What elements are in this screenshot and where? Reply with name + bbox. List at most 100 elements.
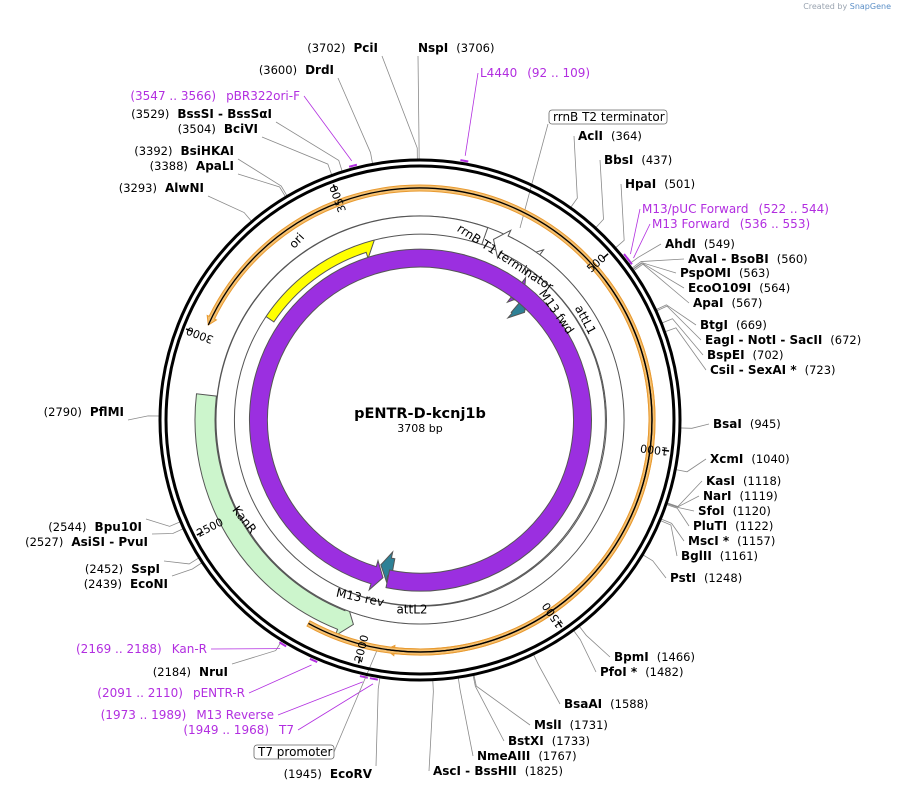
site-position: (3293) <box>119 181 157 195</box>
leader-hpai <box>614 183 625 249</box>
tick-mark-1000 <box>662 449 670 452</box>
site-name: PciI <box>354 41 379 55</box>
site-pspomi: PspOMI(563) <box>680 266 770 280</box>
site-eagi-noti-sacii: EagI - NotI - SacII (672) <box>705 333 861 347</box>
site-nrui: (2184)NruI <box>153 665 228 679</box>
insert-core-line <box>207 187 653 653</box>
leader-bcivi <box>261 136 333 176</box>
primer-t7: (1949 .. 1968) T7 <box>183 723 294 737</box>
primer-name: pBR322ori-F <box>226 89 300 103</box>
site-name: BspEI <box>707 348 745 362</box>
leader-bspei <box>661 318 704 356</box>
primer-leader <box>633 223 651 259</box>
site-nspi: NspI(3706) <box>418 41 495 55</box>
primer-range: (2091 .. 2110) <box>97 686 183 700</box>
site-position: (1482) <box>645 665 683 679</box>
site-position: (1248) <box>704 571 742 585</box>
site-position: (1733) <box>552 734 590 748</box>
site-acli: AclI(364) <box>578 129 642 143</box>
feature-m13-rev <box>248 248 592 592</box>
site-position: (672) <box>830 333 861 347</box>
site-name: BsaI <box>713 417 742 431</box>
site-position: (1157) <box>737 534 775 548</box>
site-position: (2790) <box>44 405 82 419</box>
primer-name: pENTR-R <box>193 686 245 700</box>
backbone-ring <box>158 158 682 682</box>
leader-sspi <box>163 557 200 565</box>
site-name: BsaAI <box>564 697 602 711</box>
site-pcii: (3702)PciI <box>307 41 378 55</box>
site-asisi-pvui: (2527) AsiSI - PvuI <box>25 535 148 549</box>
site-econi: (2439)EcoNI <box>84 577 168 591</box>
site-position: (1161) <box>720 549 758 563</box>
primer-range: (1949 .. 1968) <box>183 723 269 737</box>
primer-name: M13 Reverse <box>196 708 274 722</box>
site-name: MslI <box>534 718 562 732</box>
site-name: AlwNI <box>165 181 204 195</box>
tick-mark-2500 <box>196 531 204 536</box>
site-msli: MslI(1731) <box>534 718 608 732</box>
site-alwni: (3293) AlwNI <box>119 181 204 195</box>
leader-msli <box>473 674 531 726</box>
tick-mark-500 <box>602 253 609 260</box>
site-apali: (3388)ApaLI <box>150 159 234 173</box>
feature-kanr <box>194 393 354 638</box>
primer-leader <box>297 683 374 731</box>
site-position: (560) <box>777 252 808 266</box>
primer-range: (92 .. 109) <box>527 66 590 80</box>
site-name: NarI <box>703 489 732 503</box>
site-msci: MscI *(1157) <box>688 534 775 548</box>
site-name: BglII <box>681 549 712 563</box>
leader-alwni <box>207 195 253 222</box>
site-nmeaiii: NmeAIII(1767) <box>477 749 577 763</box>
site-name: AclI <box>578 129 603 143</box>
site-bcivi: (3504)BciVI <box>178 122 258 136</box>
primer-mark <box>626 257 633 265</box>
site-name: AhdI <box>665 237 696 251</box>
leader-ecoo109i <box>632 262 685 289</box>
site-position: (3529) <box>131 107 169 121</box>
site-position: (2439) <box>84 577 122 591</box>
site-name: Bpu10I <box>95 520 142 534</box>
primer-name: T7 <box>278 723 294 737</box>
primer-mark <box>348 163 358 168</box>
site-name: BtgI <box>700 318 728 332</box>
site-name: HpaI <box>625 177 656 191</box>
site-position: (1945) <box>284 767 322 781</box>
site-name: PspOMI <box>680 266 731 280</box>
site-position: (1122) <box>735 519 773 533</box>
tick-label: 3000 <box>184 324 215 346</box>
site-position: (437) <box>641 153 672 167</box>
site-position: (3600) <box>259 63 297 77</box>
primer-m13-reverse: (1973 .. 1989)M13 Reverse <box>101 708 274 722</box>
leader-bsssi-bsss-i <box>275 121 343 172</box>
primer-range: (522 .. 544) <box>759 202 829 216</box>
site-bsaai: BsaAI(1588) <box>564 697 648 711</box>
site-name: AvaI - BsoBI <box>688 252 769 266</box>
boxed-label-t7-promoter: T7 promoter <box>253 744 335 760</box>
site-position: (2452) <box>85 562 123 576</box>
primer-m13-forward: M13 Forward(536 .. 553) <box>652 217 810 231</box>
site-position: (2527) <box>25 535 63 549</box>
site-name: AsiSI - PvuI <box>71 535 148 549</box>
leader-asisi-pvui <box>151 528 184 535</box>
site-name: EcoO109I <box>688 281 751 295</box>
site-csii-sexai: CsiI - SexAI *(723) <box>710 363 836 377</box>
primer-leader <box>303 95 353 162</box>
primer-pentr-r: (2091 .. 2110) pENTR-R <box>97 686 245 700</box>
site-name: PstI <box>670 571 696 585</box>
leader-psti <box>642 554 667 579</box>
site-position: (2544) <box>48 520 86 534</box>
tick-label: 2500 <box>195 516 226 540</box>
rrnb-t2-label: rrnB T2 terminator <box>553 110 665 124</box>
primer-kan-r: (2169 .. 2188)Kan-R <box>76 642 207 656</box>
site-hpai: HpaI(501) <box>625 177 695 191</box>
leader-apali <box>237 173 287 198</box>
plasmid-center-label: pENTR-D-kcnj1b 3708 bp <box>354 406 486 435</box>
site-name: EagI - NotI - SacII <box>705 333 822 347</box>
leader-bsai <box>679 423 710 429</box>
primer-mark <box>460 159 469 163</box>
site-sfoi: SfoI(1120) <box>698 504 771 518</box>
leader-nmeaiii <box>457 677 474 757</box>
